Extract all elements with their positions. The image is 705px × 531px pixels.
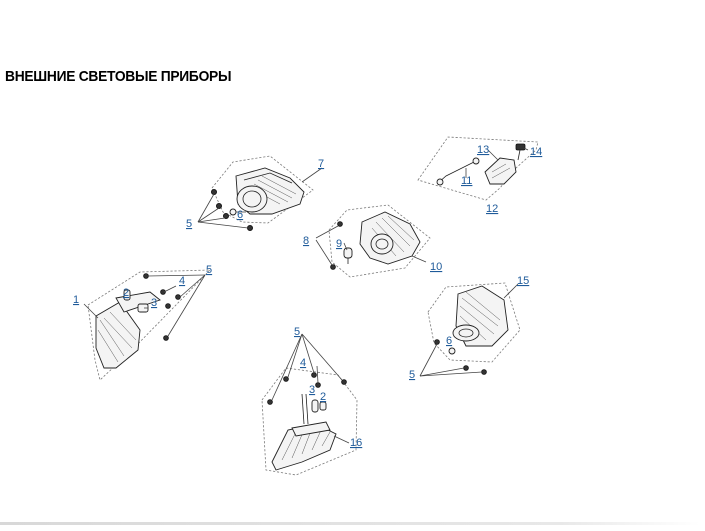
callout-5: 5: [206, 264, 212, 276]
callout-14: 14: [530, 146, 542, 158]
callout-13: 13: [477, 144, 489, 156]
callout-7: 7: [318, 158, 324, 170]
bottom-divider: [0, 522, 700, 525]
callout-9: 9: [336, 238, 342, 250]
headlight-assembly: [197, 155, 323, 231]
callout-5: 5: [294, 326, 300, 338]
rear-light-assembly: [419, 282, 521, 377]
rear-indicator-assembly: [261, 333, 358, 476]
callout-10: 10: [430, 261, 442, 273]
front-indicator-assembly: [83, 269, 211, 381]
callout-2: 2: [320, 391, 326, 403]
callout-4: 4: [300, 357, 306, 369]
callout-8: 8: [303, 235, 309, 247]
callout-5: 5: [186, 218, 192, 230]
page-title: ВНЕШНИЕ СВЕТОВЫЕ ПРИБОРЫ: [5, 68, 232, 85]
callout-12: 12: [486, 203, 498, 215]
callout-11: 11: [461, 175, 472, 187]
position-light-assembly: [315, 204, 431, 278]
callout-5: 5: [409, 369, 415, 381]
callout-3: 3: [309, 384, 315, 396]
callout-3: 3: [151, 297, 157, 309]
callout-6: 6: [446, 335, 452, 347]
callout-16: 16: [350, 437, 362, 449]
callout-6: 6: [237, 209, 243, 221]
callout-2: 2: [123, 287, 129, 299]
callout-1: 1: [73, 294, 79, 306]
callout-15: 15: [517, 275, 529, 287]
license-plate-light-assembly: [417, 136, 539, 201]
callout-4: 4: [179, 275, 185, 287]
